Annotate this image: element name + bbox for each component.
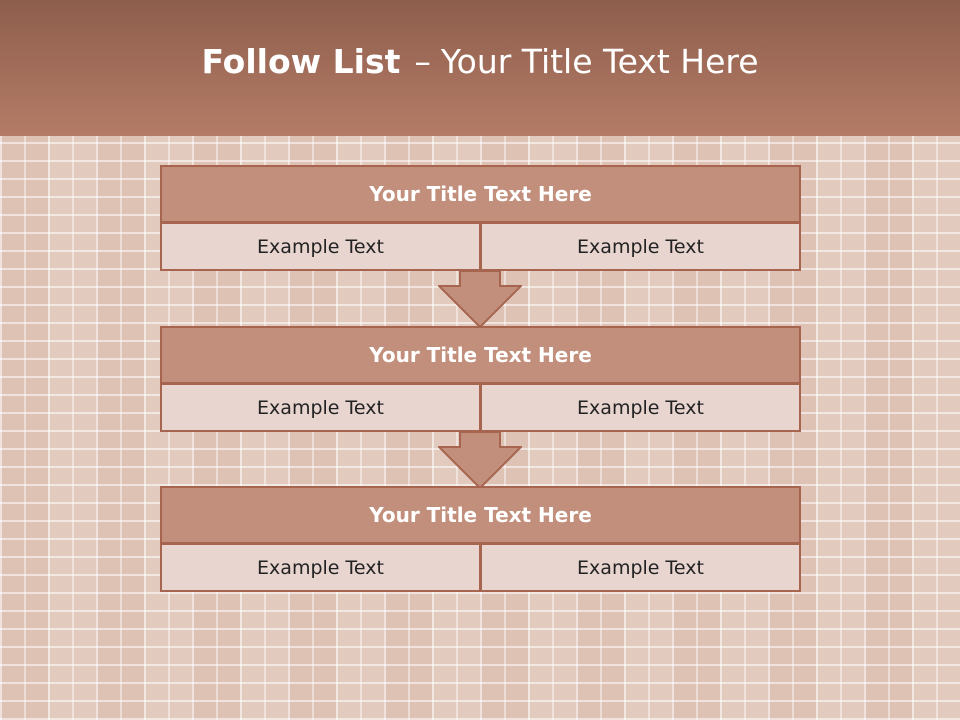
slide-title: Follow List – Your Title Text Here (0, 0, 960, 136)
block-title: Your Title Text Here (160, 326, 801, 384)
list-block-3: Your Title Text Here Example Text Exampl… (160, 486, 801, 592)
title-bar (0, 0, 960, 136)
slide-title-bold: Follow List (201, 41, 401, 81)
block-title: Your Title Text Here (160, 165, 801, 223)
block-left-cell: Example Text (160, 543, 481, 592)
list-block-2: Your Title Text Here Example Text Exampl… (160, 326, 801, 432)
block-left-cell: Example Text (160, 383, 481, 432)
block-title: Your Title Text Here (160, 486, 801, 544)
block-right-cell: Example Text (480, 543, 801, 592)
block-right-cell: Example Text (480, 222, 801, 271)
slide-title-separator: – (414, 41, 431, 81)
down-arrow-icon (438, 431, 522, 489)
block-left-cell: Example Text (160, 222, 481, 271)
list-block-1: Your Title Text Here Example Text Exampl… (160, 165, 801, 271)
down-arrow-icon (438, 270, 522, 328)
slide-title-rest: Your Title Text Here (440, 41, 759, 81)
block-right-cell: Example Text (480, 383, 801, 432)
